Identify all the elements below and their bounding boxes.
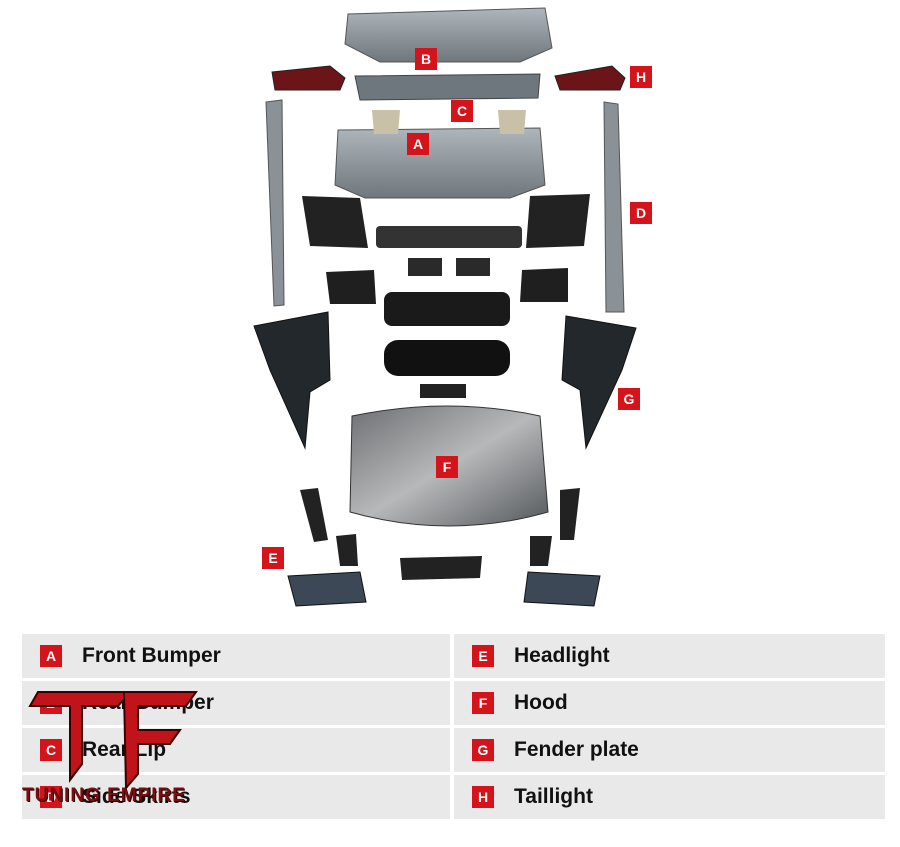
logo-text: TUNING EMPIRE <box>22 785 186 806</box>
legend-badge: E <box>472 645 494 667</box>
legend-row-a: A Front Bumper <box>22 634 450 678</box>
legend-badge: C <box>40 739 62 761</box>
front-bumper-part <box>334 127 546 199</box>
legend-label: Fender plate <box>514 738 639 761</box>
taillight-right-part <box>554 65 626 91</box>
legend-label: Taillight <box>514 785 593 808</box>
legend-label: Side Skirts <box>82 785 191 808</box>
tuning-empire-logo <box>28 691 198 791</box>
diagram-tag-b: B <box>415 48 437 70</box>
side-skirt-right-part <box>603 101 625 313</box>
legend-row-e: E Headlight <box>454 634 885 678</box>
diagram-tag-a: A <box>407 133 429 155</box>
diagram-tag-e: E <box>262 547 284 569</box>
legend-label: Headlight <box>514 644 610 667</box>
legend-row-d: D Side Skirts <box>22 775 450 819</box>
legend-label: Hood <box>514 691 568 714</box>
side-skirt-left-part <box>265 99 285 307</box>
legend-badge: D <box>40 786 62 808</box>
legend-row-f: F Hood <box>454 681 885 725</box>
headlight-right-part <box>523 571 601 607</box>
diagram-tag-c: C <box>451 100 473 122</box>
parts-legend: A Front Bumper B Rear Bumper C Rear Lip … <box>22 634 885 822</box>
legend-row-g: G Fender plate <box>454 728 885 772</box>
diagram-tag-f: F <box>436 456 458 478</box>
bumper-bracket-right <box>498 110 526 134</box>
headlight-left-part <box>287 571 367 607</box>
legend-badge: F <box>472 692 494 714</box>
bumper-bracket-left <box>372 110 400 134</box>
rear-lip-part <box>354 73 541 101</box>
legend-badge: G <box>472 739 494 761</box>
rear-bumper-part <box>344 7 553 63</box>
body-kit-diagram <box>253 7 637 607</box>
diagram-tag-h: H <box>630 66 652 88</box>
legend-badge: H <box>472 786 494 808</box>
legend-badge: A <box>40 645 62 667</box>
legend-row-h: H Taillight <box>454 775 885 819</box>
fender-right-part <box>561 315 637 450</box>
taillight-left-part <box>271 65 346 91</box>
fender-left-part <box>253 311 331 450</box>
diagram-tag-g: G <box>618 388 640 410</box>
legend-label: Front Bumper <box>82 644 221 667</box>
diagram-tag-d: D <box>630 202 652 224</box>
